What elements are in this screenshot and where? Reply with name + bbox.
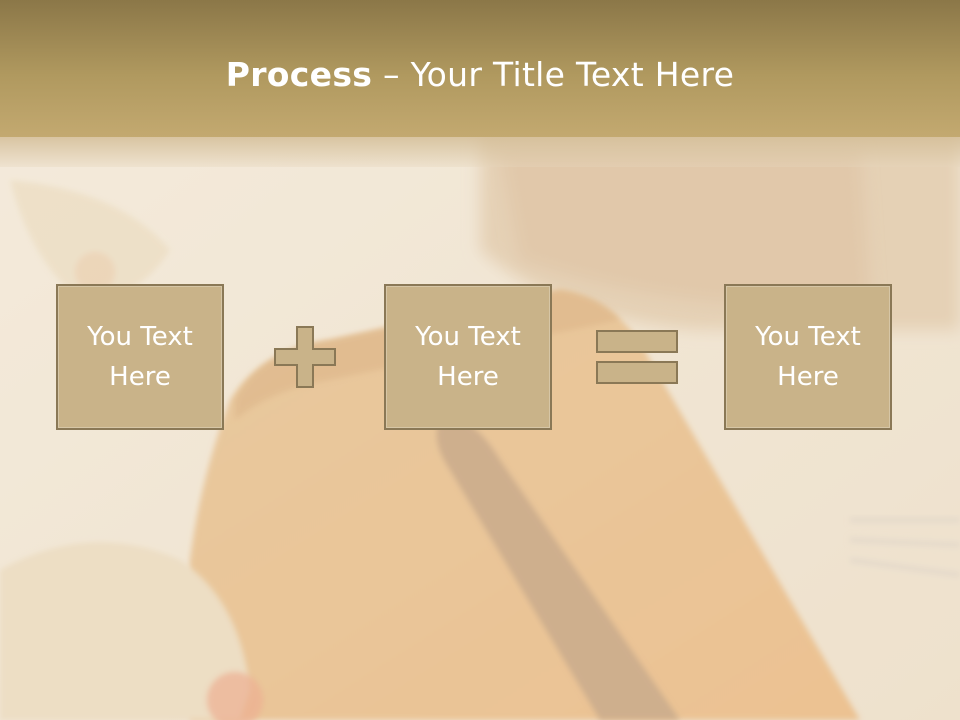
process-box-3[interactable]: You Text Here — [724, 284, 892, 430]
process-box-2[interactable]: You Text Here — [384, 284, 552, 430]
process-box-3-line2: Here — [777, 362, 839, 392]
title-bar — [0, 0, 960, 137]
process-box-1-line2: Here — [109, 362, 171, 392]
slide-title[interactable]: Process – Your Title Text Here — [0, 50, 960, 100]
plus-icon — [274, 326, 336, 388]
process-box-3-line1: You Text — [755, 322, 861, 352]
process-box-2-line2: Here — [437, 362, 499, 392]
slide-title-bold: Process — [225, 55, 373, 94]
process-box-1-line1: You Text — [87, 322, 193, 352]
process-box-1[interactable]: You Text Here — [56, 284, 224, 430]
equals-icon — [596, 330, 678, 384]
slide-title-rest: – Your Title Text Here — [372, 55, 735, 94]
process-box-2-line1: You Text — [415, 322, 521, 352]
title-bar-fade — [0, 137, 960, 167]
